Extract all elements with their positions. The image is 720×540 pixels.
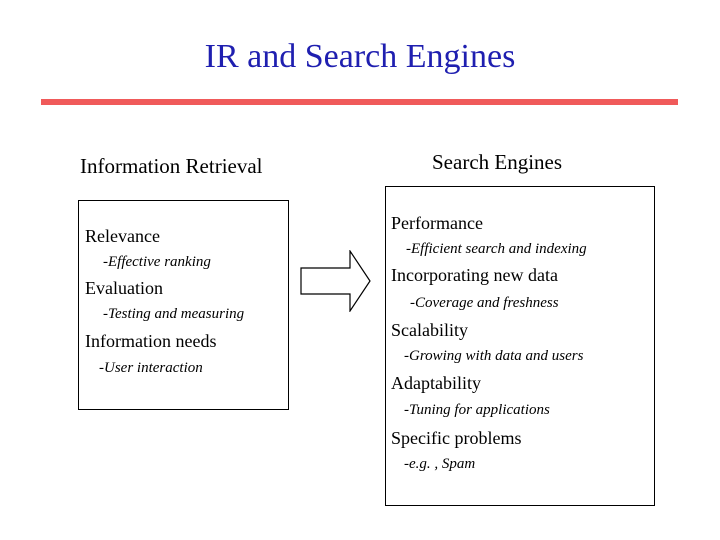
left-column-heading: Information Retrieval [80, 154, 263, 178]
ir-item-evaluation: Evaluation [85, 278, 163, 298]
right-arrow-icon [300, 250, 371, 312]
ir-detail-information-needs: -User interaction [99, 360, 203, 376]
se-detail-scalability: -Growing with data and users [404, 348, 584, 364]
se-item-adaptability: Adaptability [391, 373, 481, 393]
se-item-scalability: Scalability [391, 320, 468, 340]
title-underline-rule [41, 99, 678, 105]
se-item-incorporating-new-data: Incorporating new data [391, 265, 558, 285]
ir-detail-evaluation: -Testing and measuring [103, 306, 245, 322]
se-item-performance: Performance [391, 213, 483, 233]
information-retrieval-box: Relevance -Effective ranking Evaluation … [78, 200, 289, 410]
slide-title: IR and Search Engines [204, 38, 516, 75]
se-detail-adaptability: -Tuning for applications [404, 402, 550, 418]
search-engines-box: Performance -Efficient search and indexi… [385, 186, 655, 506]
se-item-specific-problems: Specific problems [391, 428, 522, 448]
se-detail-specific-problems: -e.g. , Spam [404, 456, 476, 472]
ir-item-information-needs: Information needs [85, 331, 217, 351]
se-detail-performance: -Efficient search and indexing [406, 241, 587, 257]
ir-item-relevance: Relevance [85, 226, 160, 246]
right-column-heading: Search Engines [432, 150, 563, 174]
ir-detail-relevance: -Effective ranking [103, 254, 211, 270]
se-detail-incorporating-new-data: -Coverage and freshness [410, 295, 559, 311]
